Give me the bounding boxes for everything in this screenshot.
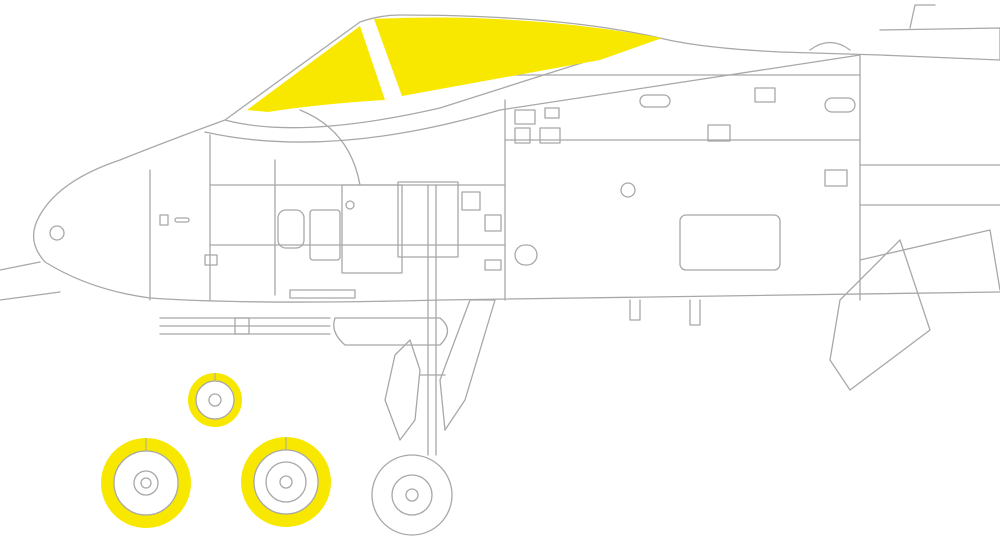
canopy-mask-rear [374,17,662,96]
panel-details [49,87,856,335]
landing-gear [384,184,496,456]
wheel-mask-left [101,438,191,528]
canopy-mask-front [247,26,385,112]
nose-wheel [371,454,453,536]
wheel-mask-small [188,373,242,427]
wheel-mask-middle [241,437,331,527]
canopy-masks [247,17,662,112]
